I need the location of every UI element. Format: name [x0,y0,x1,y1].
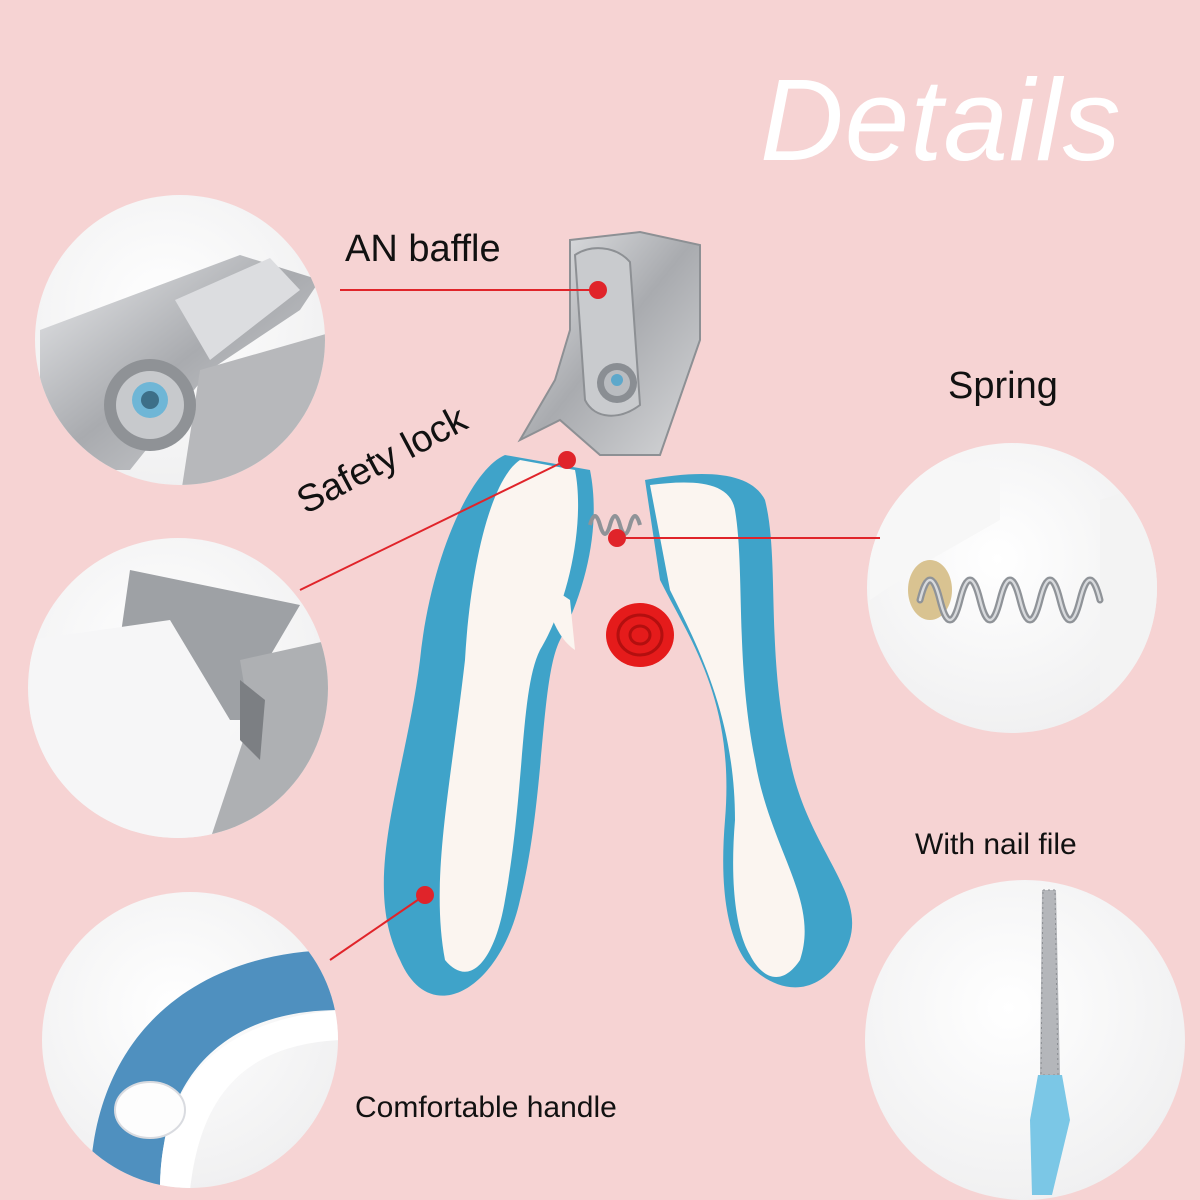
callout-dot-spring [608,529,626,547]
nail-clipper-image [383,230,853,996]
label-baffle: AN baffle [345,228,501,270]
detail-circle-baffle [35,195,325,485]
callout-dot-handle [416,886,434,904]
detail-circle-safety-lock [28,538,328,838]
page-title: Details [760,55,1122,185]
detail-circle-spring [867,443,1157,733]
callout-dot-safety-lock [558,451,576,469]
label-nail-file: With nail file [915,828,1077,861]
label-handle: Comfortable handle [355,1091,617,1124]
callout-lines [299,281,880,961]
callout-dot-baffle [589,281,607,299]
detail-circle-handle [42,892,338,1188]
label-spring: Spring [948,365,1058,407]
detail-circle-nail-file [865,880,1185,1200]
